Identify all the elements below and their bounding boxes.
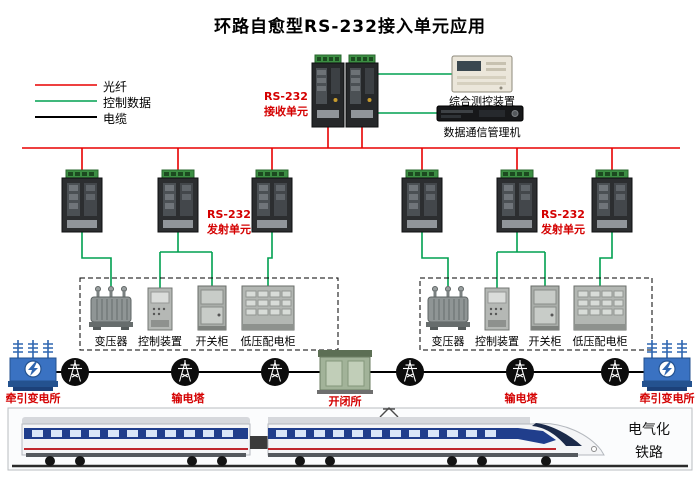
equipment-label-control-device-right: 控制装置	[475, 335, 519, 348]
legend-label-cable: 电缆	[103, 112, 128, 126]
substation-group-box-left	[79, 277, 339, 351]
equipment-label-control-device-left: 控制装置	[138, 335, 182, 348]
switching-post-label: 开闭所	[328, 395, 362, 408]
scada-device	[451, 55, 513, 93]
substation-label-right: 牵引变电所	[639, 392, 695, 405]
scada-label: 综合测控装置	[449, 95, 515, 108]
transmitter-switch-2	[157, 169, 199, 233]
legend-label-fiber: 光纤	[103, 80, 128, 94]
switching-post-icon	[317, 350, 373, 394]
equipment-label-transformer-right: 变压器	[431, 335, 465, 348]
datacom-label: 数据通信管理机	[443, 126, 521, 139]
transmitter-right-label: RS-232 发射单元	[541, 208, 585, 236]
tower-label-left: 输电塔	[171, 392, 205, 405]
control-data-lines	[81, 73, 613, 288]
control-device-icon-right	[484, 287, 510, 331]
equipment-label-switchgear-left: 开关柜	[195, 335, 229, 348]
lv-panel-icon-left	[241, 285, 295, 331]
transmission-tower-icon-2	[171, 358, 199, 386]
transmitter-left-label: RS-232 发射单元	[207, 208, 251, 236]
transmitter-switch-6	[591, 169, 633, 233]
switchgear-icon-right	[530, 285, 560, 331]
tower-label-right: 输电塔	[504, 392, 538, 405]
rs232-receiver-unit-1	[311, 54, 345, 128]
rs232-receiver-unit-2	[345, 54, 379, 128]
control-device-icon-left	[147, 287, 173, 331]
equipment-label-lv-panel-right: 低压配电柜	[572, 335, 628, 348]
transmission-tower-icon-6	[601, 358, 629, 386]
traction-substation-icon-right	[642, 340, 692, 391]
pantograph-icon	[379, 407, 399, 418]
transmission-tower-icon-4	[396, 358, 424, 386]
equipment-label-lv-panel-left: 低压配电柜	[240, 335, 296, 348]
transmission-tower-icon-3	[261, 358, 289, 386]
transmitter-switch-5	[496, 169, 538, 233]
equipment-label-transformer-left: 变压器	[94, 335, 128, 348]
transmission-tower-icon-5	[506, 358, 534, 386]
transformer-icon-right	[426, 286, 470, 330]
electric-train	[12, 407, 688, 468]
rs232-receiver-label: RS-232 接收单元	[264, 90, 308, 118]
transmission-tower-icon-1	[61, 358, 89, 386]
railway-caption: 电气化 铁路	[628, 422, 670, 462]
transmitter-switch-3	[251, 169, 293, 233]
transmitter-switch-1	[61, 169, 103, 233]
fiber-ring-lines	[22, 127, 680, 170]
lv-panel-icon-right	[573, 285, 627, 331]
page-title: 环路自愈型RS-232接入单元应用	[214, 17, 486, 37]
substation-group-box-right	[419, 277, 653, 351]
switchgear-icon-left	[197, 285, 227, 331]
transmitter-switch-4	[401, 169, 443, 233]
substation-label-left: 牵引变电所	[5, 392, 61, 405]
equipment-label-switchgear-right: 开关柜	[528, 335, 562, 348]
legend-label-control-data: 控制数据	[103, 96, 152, 110]
datacom-server	[436, 105, 524, 122]
traction-substation-icon-left	[8, 340, 58, 391]
transformer-icon-left	[89, 286, 133, 330]
